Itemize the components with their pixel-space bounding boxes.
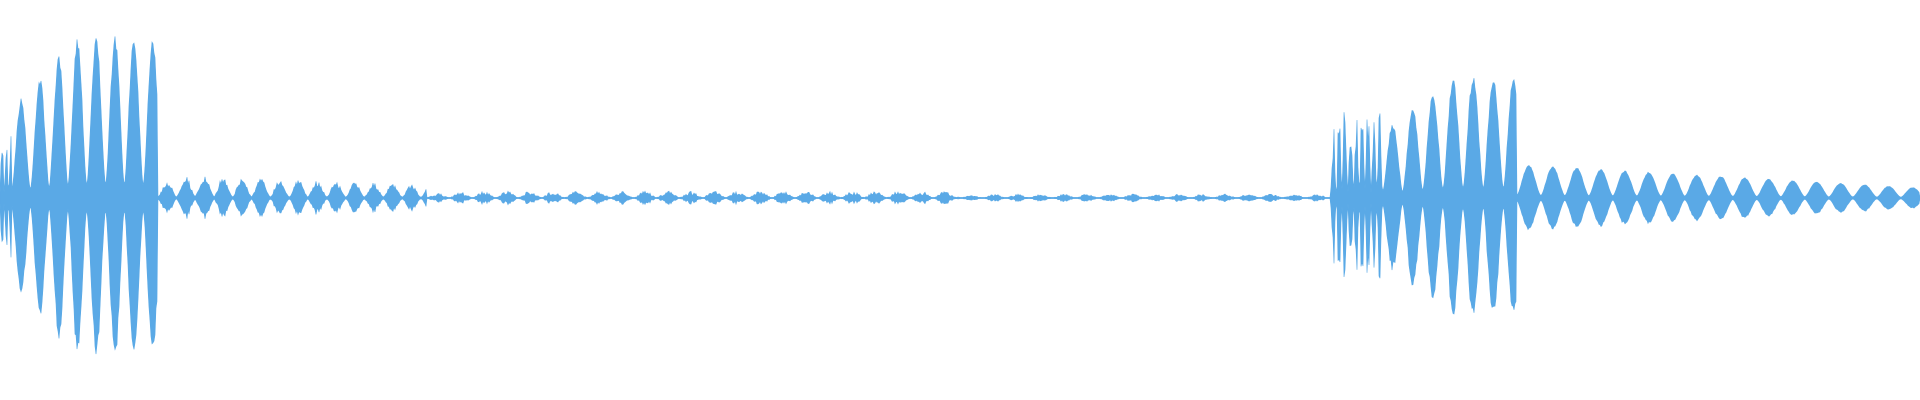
waveform-shape <box>0 36 1920 355</box>
